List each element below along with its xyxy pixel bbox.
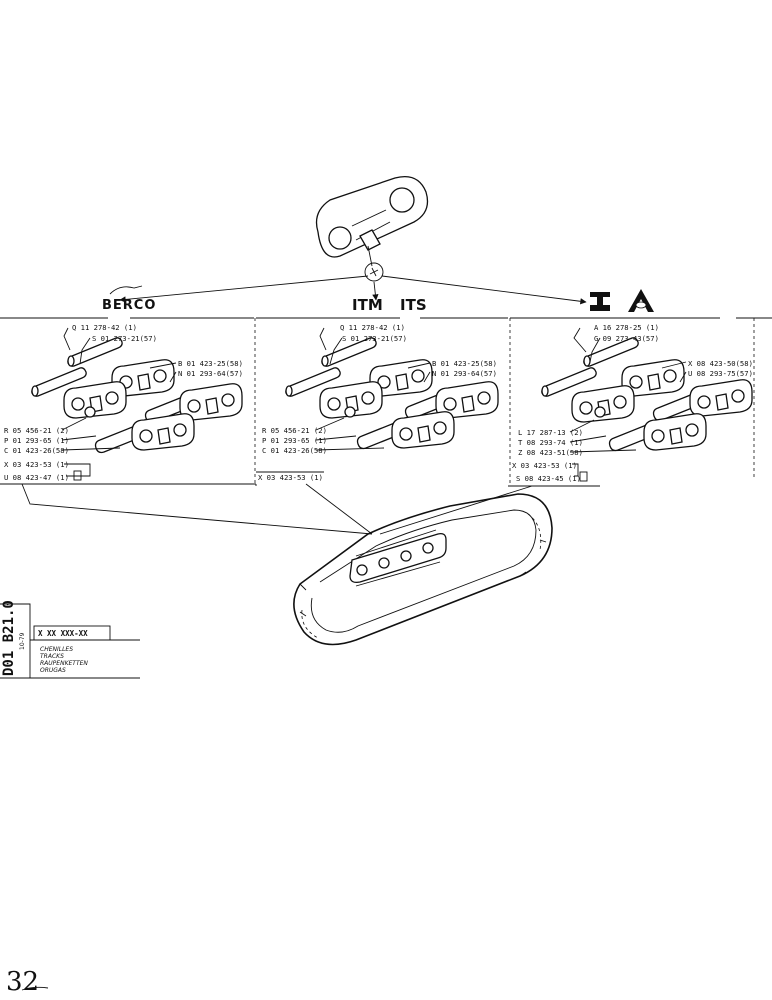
chain-link-assembly-top [315, 175, 429, 258]
panel-1-parts [31, 327, 243, 454]
part-label: A 16 278-25 (1) [594, 323, 659, 332]
berco-logo-text: BERCO [102, 298, 156, 313]
part-label: C 01 423-26(58) [262, 446, 327, 455]
arrow-to-berco [119, 275, 369, 303]
arrow-to-third [381, 275, 587, 305]
section-bottom-line [0, 483, 600, 487]
third-manufacturer-logo-i [590, 292, 610, 311]
part-label: T 08 293-74 (1) [518, 438, 583, 447]
panel-2-parts [285, 327, 499, 451]
itm-logo-text: ITM [352, 296, 383, 314]
itm-logo: ITM [352, 296, 383, 314]
title-en: TRACKS [40, 653, 64, 660]
part-label: C 01 423-26(58) [4, 446, 69, 455]
part-label: P 01 293-65 (1) [4, 436, 69, 445]
part-label: P 01 293-65 (1) [262, 436, 327, 445]
leader-line-right [379, 485, 533, 535]
kit-box-icon [73, 470, 82, 481]
part-label: N 01 293-64(57) [178, 369, 243, 378]
doc-date: 10-79 [19, 632, 26, 650]
part-label: G 09 273-43(57) [594, 334, 659, 343]
part-label: S 01 273-21(57) [342, 334, 407, 343]
part-label: X 08 423-50(58) [688, 359, 753, 368]
page-number-underline [21, 986, 49, 991]
part-label: B 01 423-25(58) [178, 359, 243, 368]
part-label: Q 11 278-42 (1) [72, 323, 137, 332]
part-label: X 03 423-53 (1) [258, 473, 323, 482]
panel-2-labels: Q 11 278-42 (1) S 01 273-21(57) B 01 423… [256, 323, 497, 482]
part-label: R 05 456-21 (2) [262, 426, 327, 435]
part-label: B 01 423-25(58) [432, 359, 497, 368]
part-label: L 17 287-13 (2) [518, 428, 583, 437]
track-chain-segment [349, 529, 447, 587]
third-manufacturer-logo-a [628, 289, 654, 312]
part-label: X 03 423-53 (1) [512, 461, 577, 470]
part-label: S 08 423-45 (1) [516, 474, 581, 483]
part-label: N 01 293-64(57) [432, 369, 497, 378]
detail-magnifier [364, 245, 384, 282]
its-logo-text: ITS [400, 296, 427, 314]
part-label: Q 11 278-42 (1) [340, 323, 405, 332]
leader-line-left [21, 483, 373, 535]
part-label: U 08 293-75(57) [688, 369, 753, 378]
track-loop [293, 493, 553, 646]
its-logo: ITS [400, 296, 427, 314]
panel-3-labels: A 16 278-25 (1) G 09 273-43(57) X 08 423… [512, 323, 753, 483]
leader-line-center [305, 483, 373, 535]
part-label: U 08 423-47 (1) [4, 473, 69, 482]
arrow-to-itm [372, 281, 379, 301]
doc-code: D01 B21.0 [1, 600, 17, 676]
berco-logo: BERCO [102, 285, 156, 313]
panel-1-labels: Q 11 278-42 (1) S 01 273-21(57) B 01 423… [4, 323, 243, 482]
page-number: 32 [6, 967, 39, 997]
info-box: D01 B21.0 10-79 X XX XXX-XX CHENILLES TR… [0, 600, 140, 679]
ref-number: X XX XXX-XX [38, 629, 88, 638]
kit-box-icon [579, 471, 588, 482]
panel-3-parts [541, 327, 753, 453]
part-label: S 01 273-21(57) [92, 334, 157, 343]
title-de: RAUPENKETTEN [40, 660, 88, 667]
part-label: X 03 423-53 (1) [4, 460, 69, 469]
title-fr: CHENILLES [40, 646, 73, 653]
part-label: R 05 456-21 (2) [4, 426, 69, 435]
title-es: ORUGAS [40, 667, 66, 674]
part-label: Z 08 423-51(58) [518, 448, 583, 457]
